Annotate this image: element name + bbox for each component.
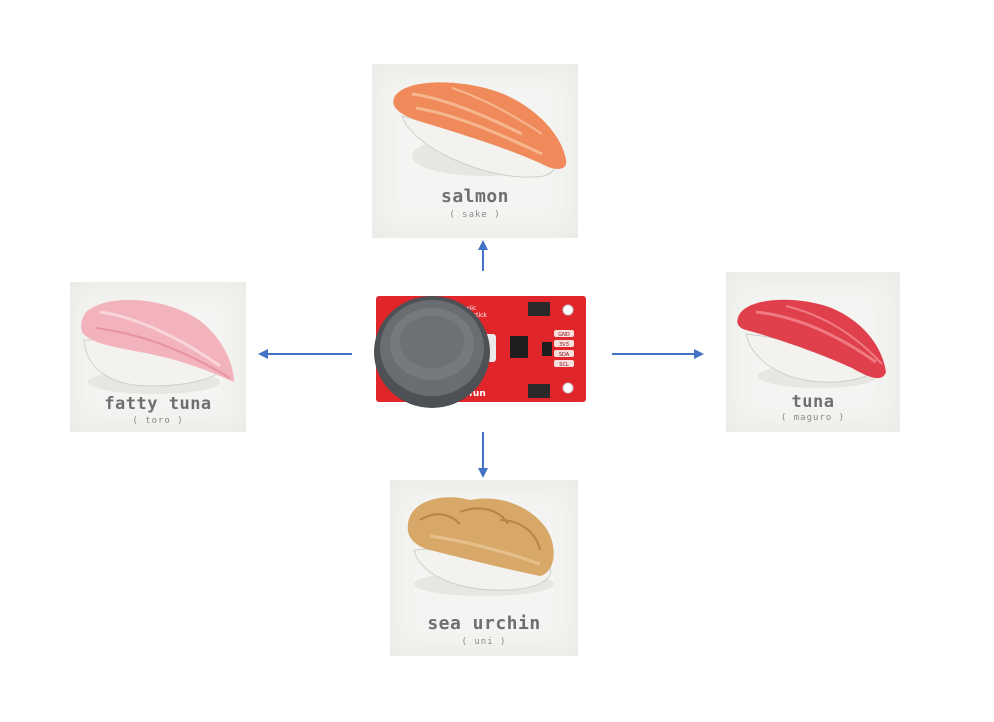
fatty-tuna-card: fatty tuna ( toro ) [70, 282, 246, 432]
pin-3v3: 3V3 [559, 342, 569, 348]
salmon-label: salmon [440, 186, 510, 207]
qwiic-joystick-board: GND 3V3 SDA SCL Qwiic Joystick ｋfun [374, 296, 586, 408]
microcontroller-chip [510, 336, 528, 358]
pin-scl: SCL [559, 362, 569, 368]
sea-urchin-card: sea urchin ( uni ) [390, 480, 578, 656]
tuna-sublabel: ( maguro ) [780, 413, 846, 423]
salmon-nigiri-illustration [393, 82, 567, 178]
fatty-tuna-nigiri-illustration [81, 299, 234, 394]
bottom-connector [528, 384, 550, 398]
pin-labels: GND 3V3 SDA SCL [554, 330, 574, 368]
sea-urchin-sublabel: ( uni ) [461, 637, 507, 647]
tuna-card: tuna ( maguro ) [726, 272, 900, 432]
sea-urchin-label: sea urchin [427, 613, 541, 634]
salmon-card: salmon ( sake ) [372, 64, 578, 238]
pin-sda: SDA [559, 352, 570, 358]
fatty-tuna-sublabel: ( toro ) [132, 416, 184, 426]
pin-gnd: GND [558, 332, 570, 338]
board-brand: ｋfun [460, 388, 486, 399]
sea-urchin-nigiri-illustration [407, 497, 554, 596]
tuna-label: tuna [791, 392, 835, 412]
fatty-tuna-label: fatty tuna [104, 394, 212, 414]
top-connector [528, 302, 550, 316]
tuna-nigiri-illustration [737, 299, 886, 388]
salmon-sublabel: ( sake ) [449, 210, 501, 220]
